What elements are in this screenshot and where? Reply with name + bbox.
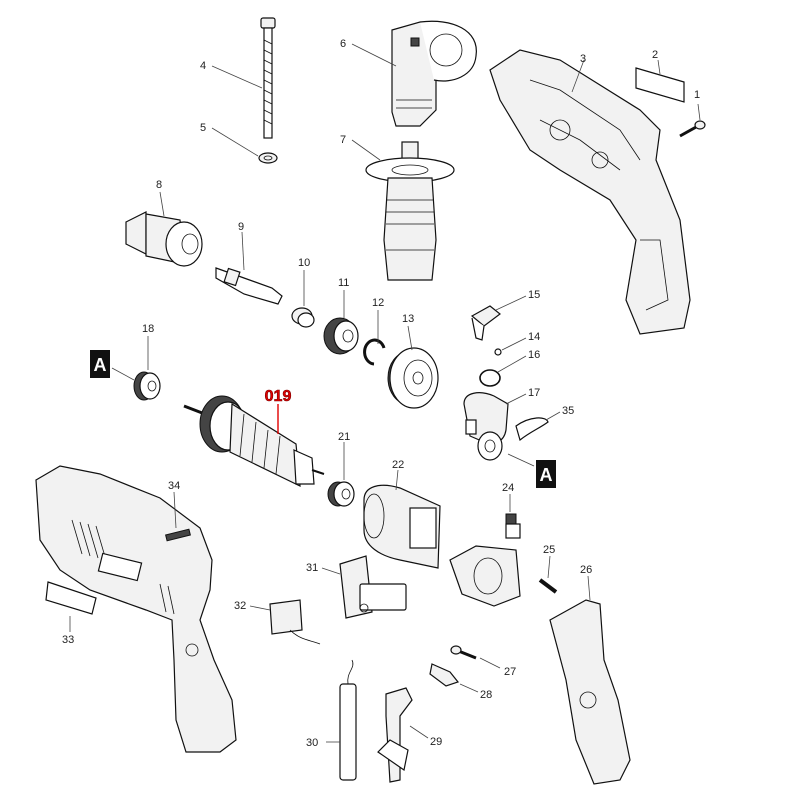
callout-11: 11: [338, 277, 349, 289]
part-7-side-handle[interactable]: [365, 141, 455, 281]
marker-a-left: A: [90, 350, 135, 381]
highlight-label: 019: [265, 388, 292, 405]
part-28-cord-clamp[interactable]: [429, 663, 460, 687]
callout-2: 2: [652, 49, 658, 61]
part-14-ball[interactable]: [494, 348, 502, 356]
callout-12: 12: [372, 297, 384, 309]
callout-15: 15: [528, 289, 540, 301]
part-17-change-lever[interactable]: [463, 392, 509, 461]
part-24-brush[interactable]: [505, 513, 521, 539]
callout-4: 4: [200, 60, 206, 72]
callout-6: 6: [340, 38, 346, 50]
callout-25: 25: [543, 544, 555, 556]
svg-text:A: A: [540, 465, 553, 485]
part-22-field[interactable]: [363, 484, 441, 569]
callout-33: 33: [62, 634, 74, 646]
part-8-chuck[interactable]: [125, 211, 203, 267]
callout-29: 29: [430, 736, 442, 748]
part-2-label[interactable]: [635, 67, 685, 103]
callout-32: 32: [234, 600, 246, 612]
callout-24: 24: [502, 482, 514, 494]
part-9-spindle[interactable]: [215, 267, 283, 305]
part-32-capacitor[interactable]: [269, 599, 321, 645]
callout-16: 16: [528, 349, 540, 361]
part-33-label[interactable]: [45, 581, 97, 615]
callout-18: 18: [142, 323, 154, 335]
part-27-screw[interactable]: [450, 645, 477, 660]
marker-a-right: A: [507, 453, 556, 488]
callout-17: 17: [528, 387, 540, 399]
callout-26: 26: [580, 564, 592, 576]
part-11-bearing[interactable]: [323, 317, 359, 355]
part-6-clamp[interactable]: [391, 20, 477, 127]
part-31-switch[interactable]: [339, 555, 407, 619]
part-5-nut[interactable]: [258, 152, 278, 164]
callout-9: 9: [238, 221, 244, 233]
part-10-bushing[interactable]: [291, 307, 315, 328]
part-30-cord[interactable]: [339, 659, 357, 781]
callout-13: 13: [402, 313, 414, 325]
callout-1: 1: [694, 89, 700, 101]
part-3-gear-housing[interactable]: [489, 49, 691, 335]
brush-holder[interactable]: [449, 545, 521, 607]
part-26-handle-cover[interactable]: [549, 599, 631, 785]
callout-5: 5: [200, 122, 206, 134]
part-13-gear[interactable]: [387, 347, 439, 409]
callout-31: 31: [306, 562, 318, 574]
callout-3: 3: [580, 53, 586, 65]
callout-10: 10: [298, 257, 310, 269]
callout-14: 14: [528, 331, 540, 343]
part-1-screw[interactable]: [679, 120, 706, 138]
part-12-ring[interactable]: [363, 338, 386, 366]
part-019-armature[interactable]: [183, 395, 325, 488]
callout-30: 30: [306, 737, 318, 749]
part-21-bearing[interactable]: [327, 481, 355, 507]
callout-34: 34: [168, 480, 180, 492]
callout-22: 22: [392, 459, 404, 471]
callout-8: 8: [156, 179, 162, 191]
svg-text:A: A: [94, 355, 107, 375]
part-15-lever[interactable]: [470, 305, 501, 341]
callout-21: 21: [338, 431, 350, 443]
callout-28: 28: [480, 689, 492, 701]
part-35-spring[interactable]: [515, 417, 549, 442]
callout-35: 35: [562, 405, 574, 417]
part-34-motor-housing[interactable]: [35, 465, 237, 753]
part-29-strain-relief[interactable]: [377, 687, 413, 783]
callout-27: 27: [504, 666, 516, 678]
part-25-screw[interactable]: [538, 578, 558, 594]
part-18-bearing[interactable]: [133, 371, 161, 401]
callout-7: 7: [340, 134, 346, 146]
part-16-oring[interactable]: [479, 369, 501, 387]
part-4-screw[interactable]: [260, 17, 276, 139]
